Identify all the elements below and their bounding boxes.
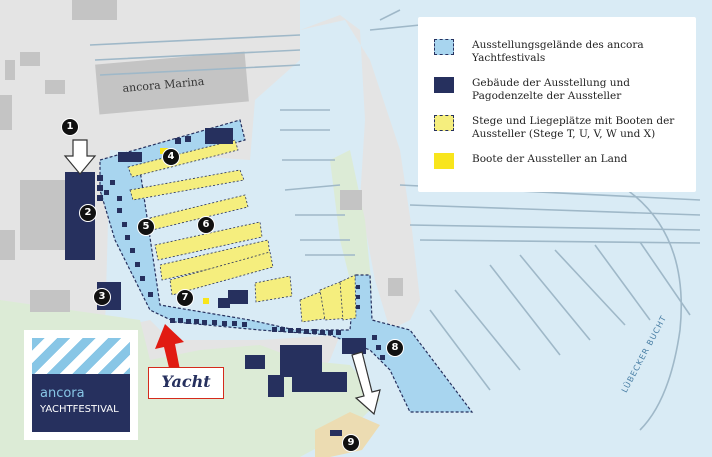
legend-swatch-pier [434,115,454,131]
marker-2: 2 [79,204,97,222]
marker-3: 3 [93,288,111,306]
marker-5: 5 [137,218,155,236]
land-central [300,15,420,330]
marker-1: 1 [61,118,79,136]
legend-label: Stege und Liegeplätze mit Booten der Aus… [472,115,675,140]
white-arrow-south [351,351,381,416]
grass-central [330,150,372,300]
festival-area [99,119,474,413]
legend-item-festival-area: Ausstellungsgelände des ancora Yachtfest… [434,39,680,65]
marker-8: 8 [386,339,404,357]
festival-logo: ancora YACHTFESTIVAL [24,330,138,440]
legend-item-piers: Stege und Liegeplätze mit Booten der Aus… [434,115,680,141]
logo-stripes [32,338,130,374]
logo-subtitle: YACHTFESTIVAL [40,404,119,415]
yacht-sign: Yacht [148,367,224,399]
white-arrow-north [63,139,97,175]
legend-swatch-building [434,77,454,93]
pagoda-tents [97,136,385,360]
legend-label: Ausstellungsgelände des ancora Yachtfest… [472,39,644,64]
logo-box: ancora YACHTFESTIVAL [32,374,130,432]
map-legend: Ausstellungsgelände des ancora Yachtfest… [418,17,696,192]
marker-6: 6 [197,216,215,234]
exhibition-buildings [65,128,366,436]
marker-7: 7 [176,289,194,307]
logo-title: ancora [40,386,85,401]
exhibitor-piers [127,139,357,323]
buildings [0,0,403,312]
legend-label: Gebäude der Ausstellung und Pagodenzelte… [472,77,631,102]
marker-9: 9 [342,434,360,452]
legend-item-boats: Boote der Aussteller an Land [434,153,680,169]
marker-4: 4 [162,148,180,166]
marina-piers [89,9,701,431]
legend-item-buildings: Gebäude der Ausstellung und Pagodenzelte… [434,77,680,103]
legend-label: Boote der Aussteller an Land [472,153,628,165]
legend-swatch-boat [434,153,454,169]
red-arrow [155,324,184,372]
legend-swatch-area [434,39,454,55]
